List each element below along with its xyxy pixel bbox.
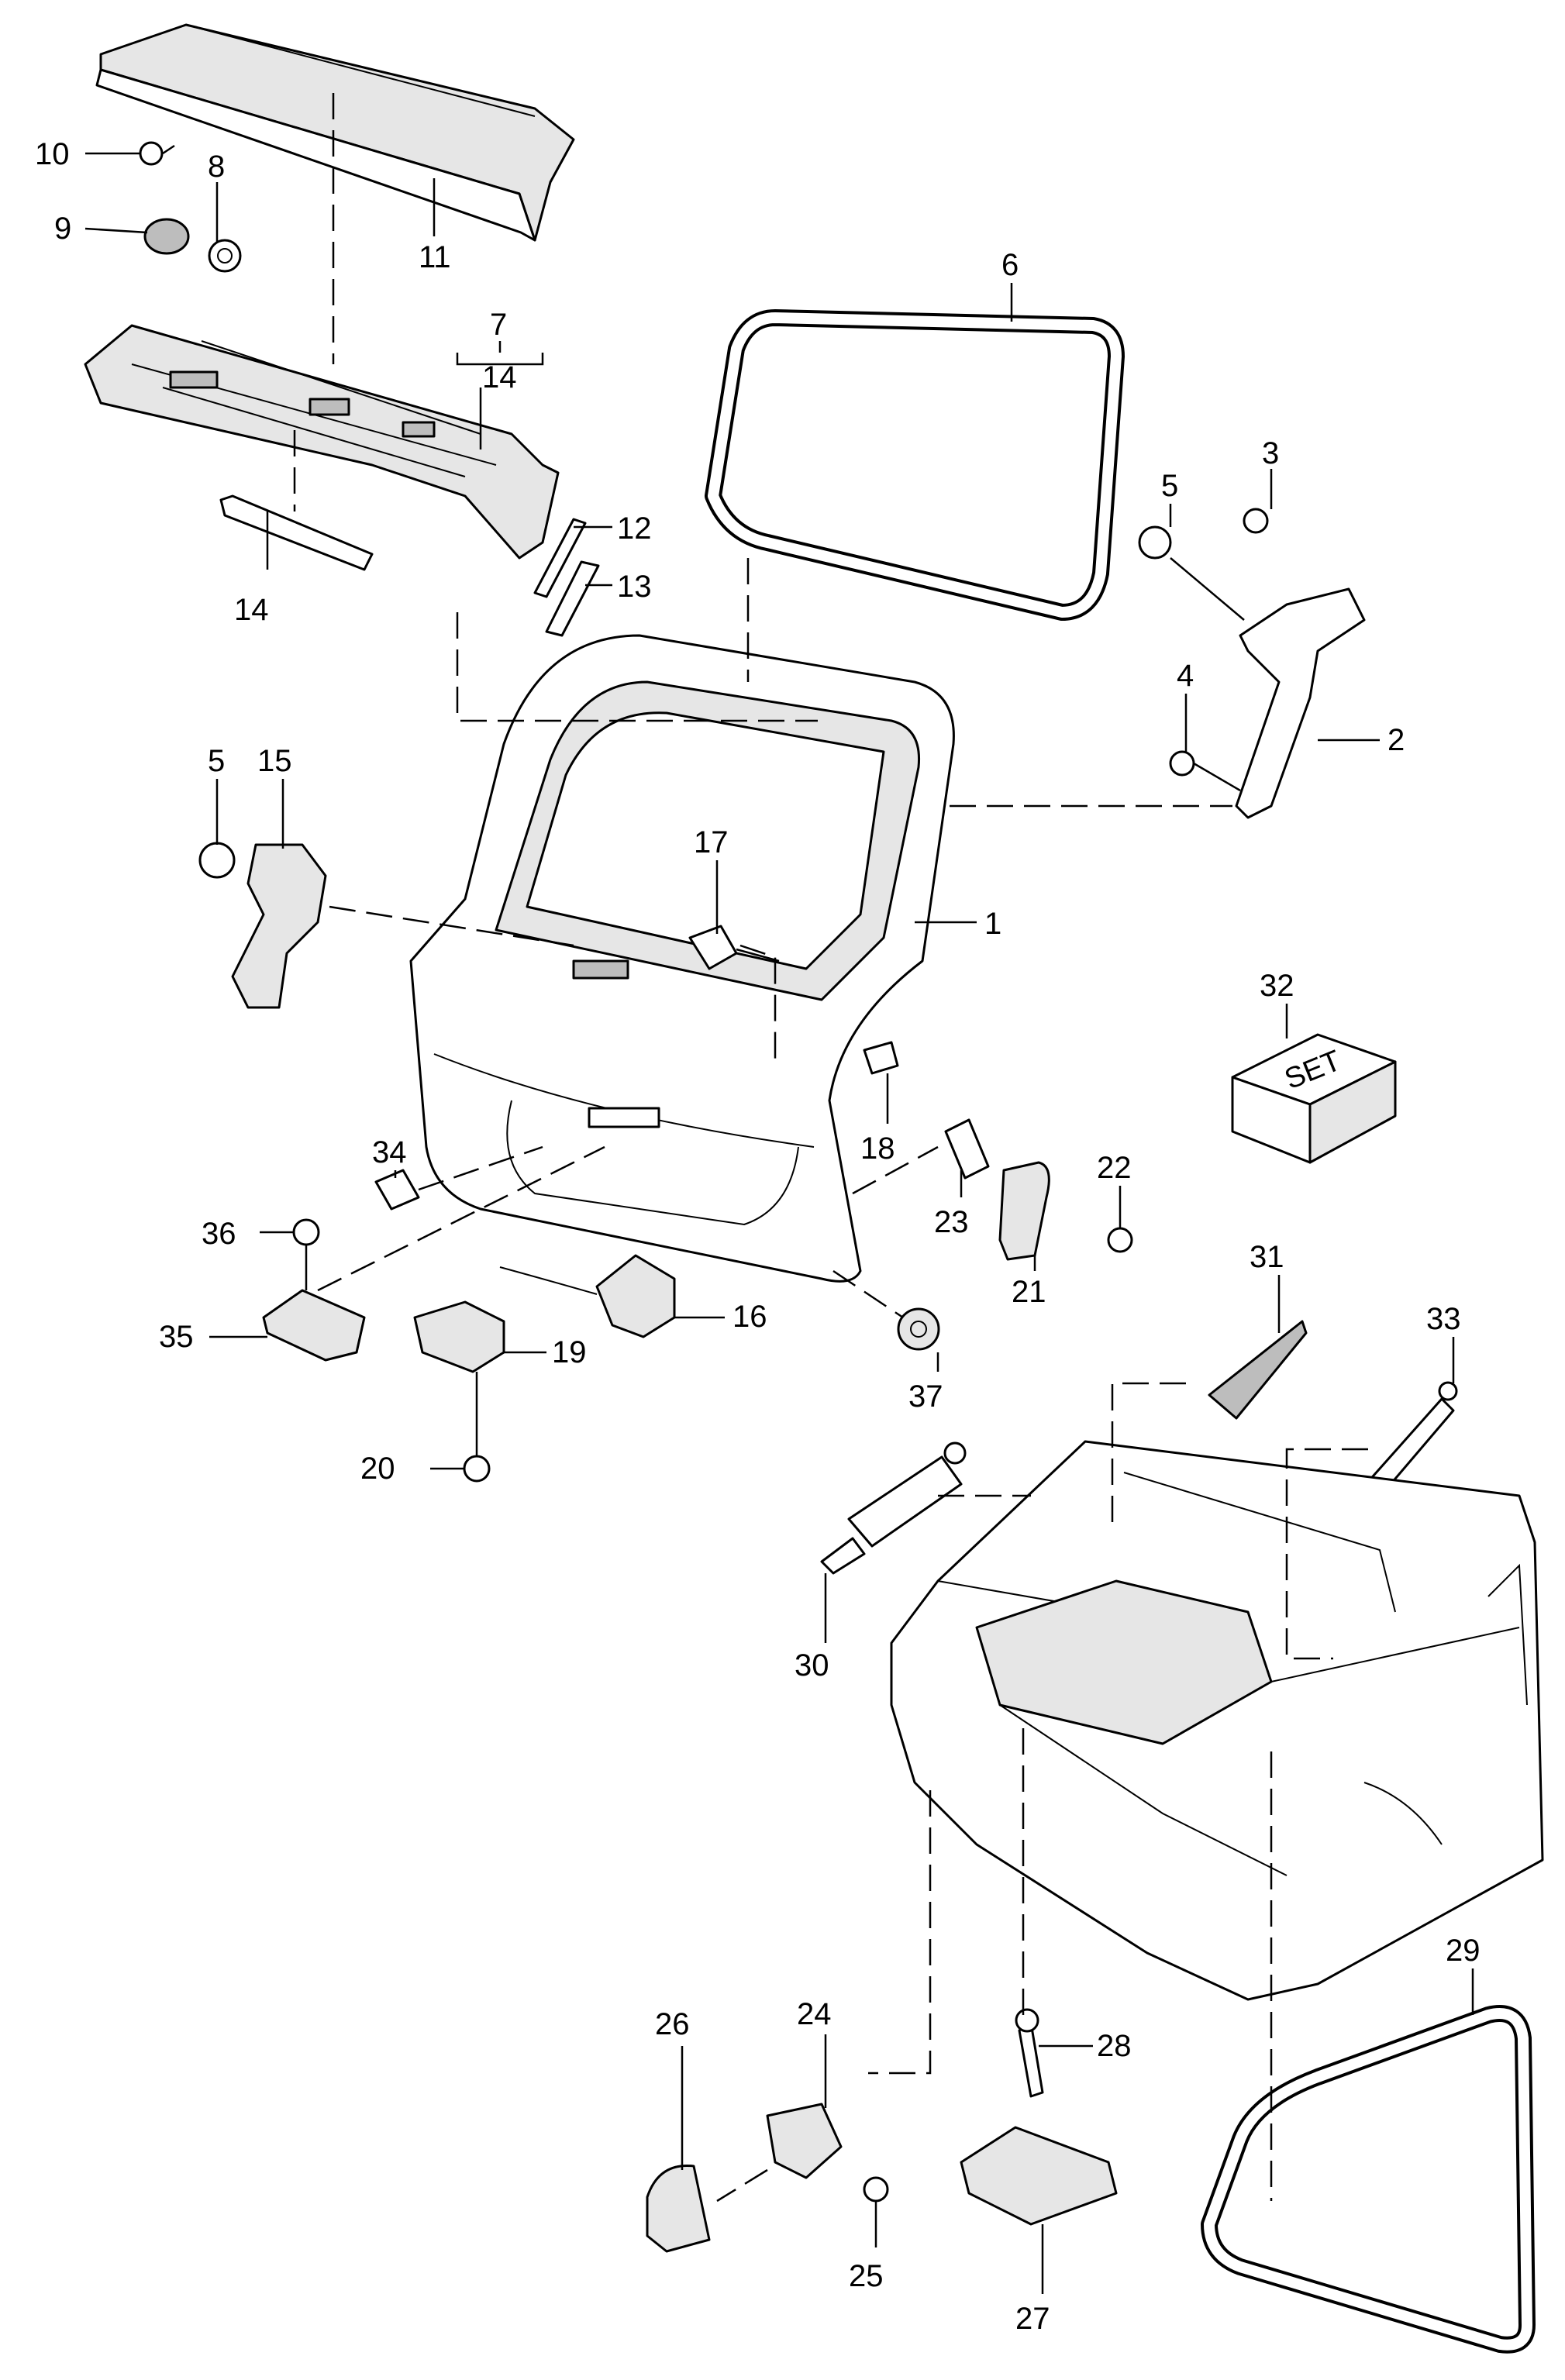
callout-8: 8: [208, 150, 225, 184]
spoiler-carrier-part: [84, 324, 560, 560]
callout-25: 25: [849, 2259, 884, 2293]
callout-1: 1: [984, 907, 1001, 941]
lock-actuator-part: [499, 1254, 676, 1338]
callout-6: 6: [1001, 248, 1019, 282]
callout-7: 7: [490, 308, 507, 342]
callout-13: 13: [617, 570, 652, 604]
callout-14b: 14: [234, 593, 269, 627]
tailgate-part: [409, 634, 955, 1283]
handle-trim-parts: [944, 1118, 1133, 1261]
bump-stop-part: [688, 925, 780, 970]
callout-labels: 10 9 8 11 7 14 12 13 14 6 5 3 4 2 1 5 15…: [35, 137, 1481, 2336]
grommet-part: [374, 1169, 420, 1211]
callout-28: 28: [1097, 2029, 1132, 2063]
spoiler-part: [95, 23, 575, 242]
callout-9: 9: [54, 212, 71, 246]
callout-5a: 5: [1161, 469, 1178, 503]
callout-11: 11: [419, 240, 451, 274]
leader-lines: [84, 152, 1474, 2294]
assembly-lines: [293, 93, 1368, 2203]
wedge-part: [1208, 1320, 1308, 1420]
callout-29: 29: [1446, 1934, 1481, 1968]
tailgate-lock-part: [413, 1300, 505, 1483]
clip-part: [897, 1307, 940, 1351]
window-seal-part: [705, 309, 1125, 621]
callout-24: 24: [797, 1997, 832, 2031]
callout-26: 26: [655, 2007, 690, 2041]
callout-2: 2: [1387, 723, 1405, 757]
trim-strip-part: [219, 494, 374, 571]
callout-27: 27: [1015, 2302, 1050, 2336]
callout-21: 21: [1012, 1275, 1046, 1309]
strut-30-part: [820, 1441, 967, 1575]
callout-17: 17: [694, 825, 729, 859]
seal-strips-part: [533, 518, 600, 637]
callout-18: 18: [860, 1131, 895, 1166]
callout-23: 23: [934, 1205, 969, 1239]
callout-34: 34: [372, 1135, 407, 1169]
callout-37: 37: [908, 1379, 943, 1414]
callout-3: 3: [1262, 436, 1279, 470]
callout-4: 4: [1177, 659, 1194, 693]
callout-33: 33: [1426, 1302, 1461, 1336]
callout-12: 12: [617, 511, 652, 546]
callout-32: 32: [1260, 969, 1294, 1003]
callout-35: 35: [159, 1320, 194, 1354]
hinge-part: [1138, 508, 1366, 819]
buffer-part: [863, 1041, 899, 1075]
callout-16: 16: [733, 1300, 767, 1334]
callout-5b: 5: [208, 744, 225, 778]
callout-22: 22: [1097, 1151, 1132, 1185]
callout-10: 10: [35, 137, 70, 171]
callout-15: 15: [257, 744, 292, 778]
opening-seal-part: [1201, 2005, 1536, 2354]
callout-31: 31: [1250, 1240, 1284, 1274]
striker-parts: [646, 2008, 1118, 2253]
car-body-rear: [890, 1440, 1544, 2001]
latch-bracket-part: [198, 842, 327, 1009]
callout-19: 19: [552, 1335, 587, 1369]
repair-kit-box: SET: [1231, 1033, 1397, 1164]
callout-20: 20: [360, 1452, 395, 1486]
plate-light-part: [262, 1218, 366, 1362]
callout-30: 30: [795, 1648, 829, 1683]
callout-14a: 14: [482, 360, 517, 394]
callout-36: 36: [202, 1217, 236, 1251]
spoiler-fasteners: [139, 141, 242, 273]
